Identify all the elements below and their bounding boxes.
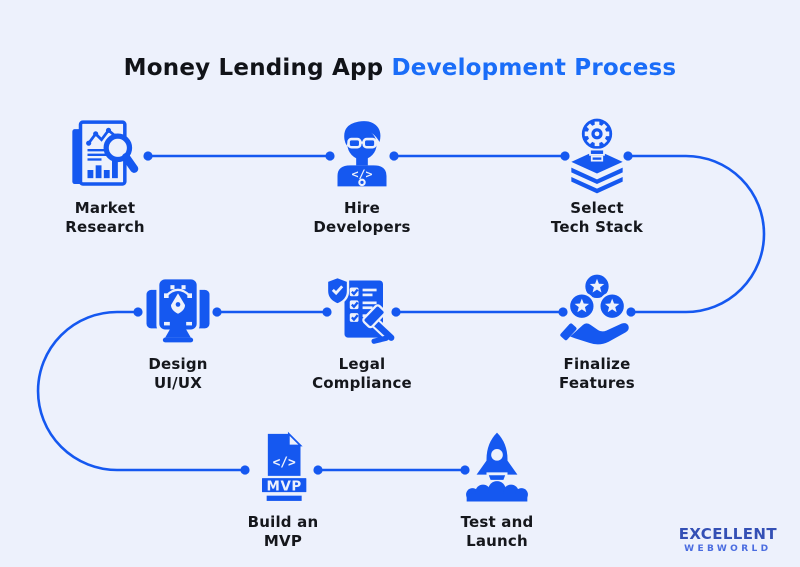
logo-wordmark-secondary: WEBWORLD (684, 544, 772, 554)
page-title: Money Lending App Development Process (0, 55, 800, 81)
developer-code-glyph: </> (351, 167, 372, 181)
test-and-launch-icon (455, 428, 539, 512)
mvp-file-code-glyph: </> (273, 456, 296, 471)
logo-wordmark-primary: EXCELLENT (678, 525, 777, 543)
select-tech-stack-icon (555, 114, 639, 198)
mvp-banner-text: MVP (267, 479, 302, 494)
title-part-blue: Development Process (391, 55, 677, 81)
market-research-icon (63, 114, 147, 198)
finalize-features-icon (555, 270, 639, 354)
excellent-webworld-logo: EXCELLENT WEBWORLD (679, 525, 777, 554)
hire-developers-icon: </> (320, 114, 404, 198)
legal-compliance-icon (320, 270, 404, 354)
build-an-mvp-icon: </> MVP (241, 428, 325, 512)
design-ui-ux-icon (136, 270, 220, 354)
title-part-black: Money Lending App (123, 55, 384, 81)
